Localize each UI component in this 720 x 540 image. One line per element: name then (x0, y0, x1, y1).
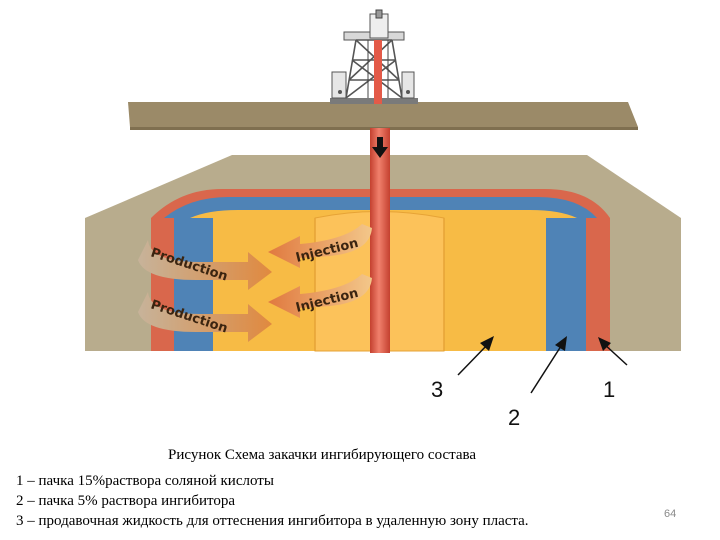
acid-zone-right (586, 218, 610, 351)
rock-front-right (610, 218, 681, 351)
zone-label-2: 2 (508, 405, 520, 430)
well-injection-diagram: Production Production Injection Injectio… (0, 0, 720, 440)
page-number: 64 (664, 508, 676, 520)
ground-surface (128, 102, 638, 127)
drilling-rig-icon (330, 10, 418, 104)
legend-item-3: 3 – продавочная жидкость для оттеснения … (16, 511, 529, 531)
caption-title: Рисунок Схема закачки ингибирующего сост… (168, 447, 476, 464)
legend: 1 – пачка 15%раствора соляной кислоты 2 … (16, 471, 529, 531)
inhibitor-zone-right (546, 218, 586, 351)
rock-front-left (85, 218, 151, 351)
zone-label-1: 1 (603, 377, 615, 402)
acid-zone-left (151, 218, 174, 351)
zone-label-3: 3 (431, 377, 443, 402)
legend-item-1: 1 – пачка 15%раствора соляной кислоты (16, 471, 529, 491)
well-pipe (370, 128, 390, 353)
legend-item-2: 2 – пачка 5% раствора ингибитора (16, 491, 529, 511)
